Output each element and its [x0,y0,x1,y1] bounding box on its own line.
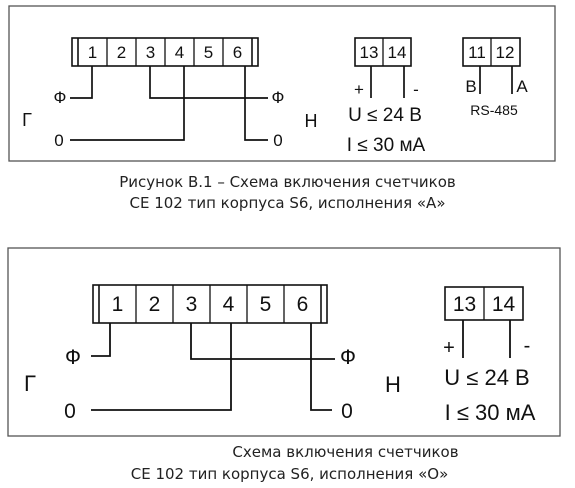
terminal-label: 14 [388,43,407,62]
terminal-block-rs485-a: 11 12 B A RS-485 [462,37,528,118]
load-label: Н [385,372,401,397]
terminal-label: 4 [175,43,184,62]
figure-caption-a-line1: Рисунок В.1 – Схема включения счетчиков [119,173,456,191]
terminal-label: 2 [117,43,126,62]
load-label: Н [305,111,318,131]
wire-zero-in [70,66,185,141]
terminal-block-power-o: 13 14 + - U ≤ 24 В I ≤ 30 мА [443,286,536,425]
zero-out-label: 0 [341,400,353,423]
generator-label: Г [22,110,32,130]
terminal-label: 11 [468,43,486,62]
rs485-label: RS-485 [470,102,518,118]
generator-label: Г [24,371,36,396]
voltage-label: U ≤ 24 В [444,365,529,390]
minus-label: - [413,80,419,99]
minus-label: - [524,335,531,357]
terminal-label: 6 [233,43,242,62]
diagram-a-frame [8,5,556,162]
voltage-label: U ≤ 24 В [348,105,422,126]
terminal-label: 4 [223,293,235,316]
terminal-label: 13 [360,43,379,62]
phase-in-label: Ф [54,88,67,107]
current-label: I ≤ 30 мА [347,135,426,156]
wire-phase-out [149,66,268,99]
zero-in-label: 0 [54,131,63,150]
terminal-label: 13 [453,293,476,316]
figure-caption-o-line1: Схема включения счетчиков [232,443,459,461]
wire-phase-in [91,323,111,357]
terminal-label: 5 [204,43,213,62]
plus-label: + [354,80,364,99]
plus-label: + [443,337,455,359]
terminal-block-main-a: 1 2 3 4 5 6 [71,37,259,67]
terminal-block-power-a: 13 14 + - U ≤ 24 В I ≤ 30 мА [347,37,426,156]
wire-zero-out [244,66,268,141]
terminal-label: 1 [112,293,124,316]
figure-caption-a-line2: СЕ 102 тип корпуса S6, исполнения «А» [129,194,446,212]
figure-caption-o-line2: СЕ 102 тип корпуса S6, исполнения «О» [130,465,449,483]
terminal-label: 3 [186,293,198,316]
rs485-b-label: B [465,77,476,96]
wire-phase-out [190,323,335,360]
wire-zero-out [310,323,332,411]
terminal-label: 3 [146,43,155,62]
zero-in-label: 0 [64,400,76,423]
wire-zero-in [91,323,232,411]
terminal-label: 1 [88,43,97,62]
diagram-a: 1 2 3 4 5 6 Ф Ф 0 0 Г Н 13 14 + - U ≤ 24… [8,5,556,162]
wire-phase-in [70,66,93,99]
terminal-label: 2 [149,293,161,316]
diagram-o: 1 2 3 4 5 6 Ф Ф 0 0 Г Н 13 14 + - U ≤ 24… [7,247,561,437]
diagram-o-frame [7,247,561,437]
terminal-label: 5 [260,293,272,316]
terminal-label: 6 [297,293,309,316]
phase-out-label: Ф [272,88,285,107]
terminal-label: 14 [492,293,516,316]
phase-out-label: Ф [340,346,356,369]
zero-out-label: 0 [273,131,282,150]
rs485-a-label: A [516,77,528,96]
terminal-label: 12 [496,43,515,62]
current-label: I ≤ 30 мА [445,400,536,425]
terminal-block-main-o: 1 2 3 4 5 6 [92,284,328,324]
phase-in-label: Ф [65,346,81,369]
